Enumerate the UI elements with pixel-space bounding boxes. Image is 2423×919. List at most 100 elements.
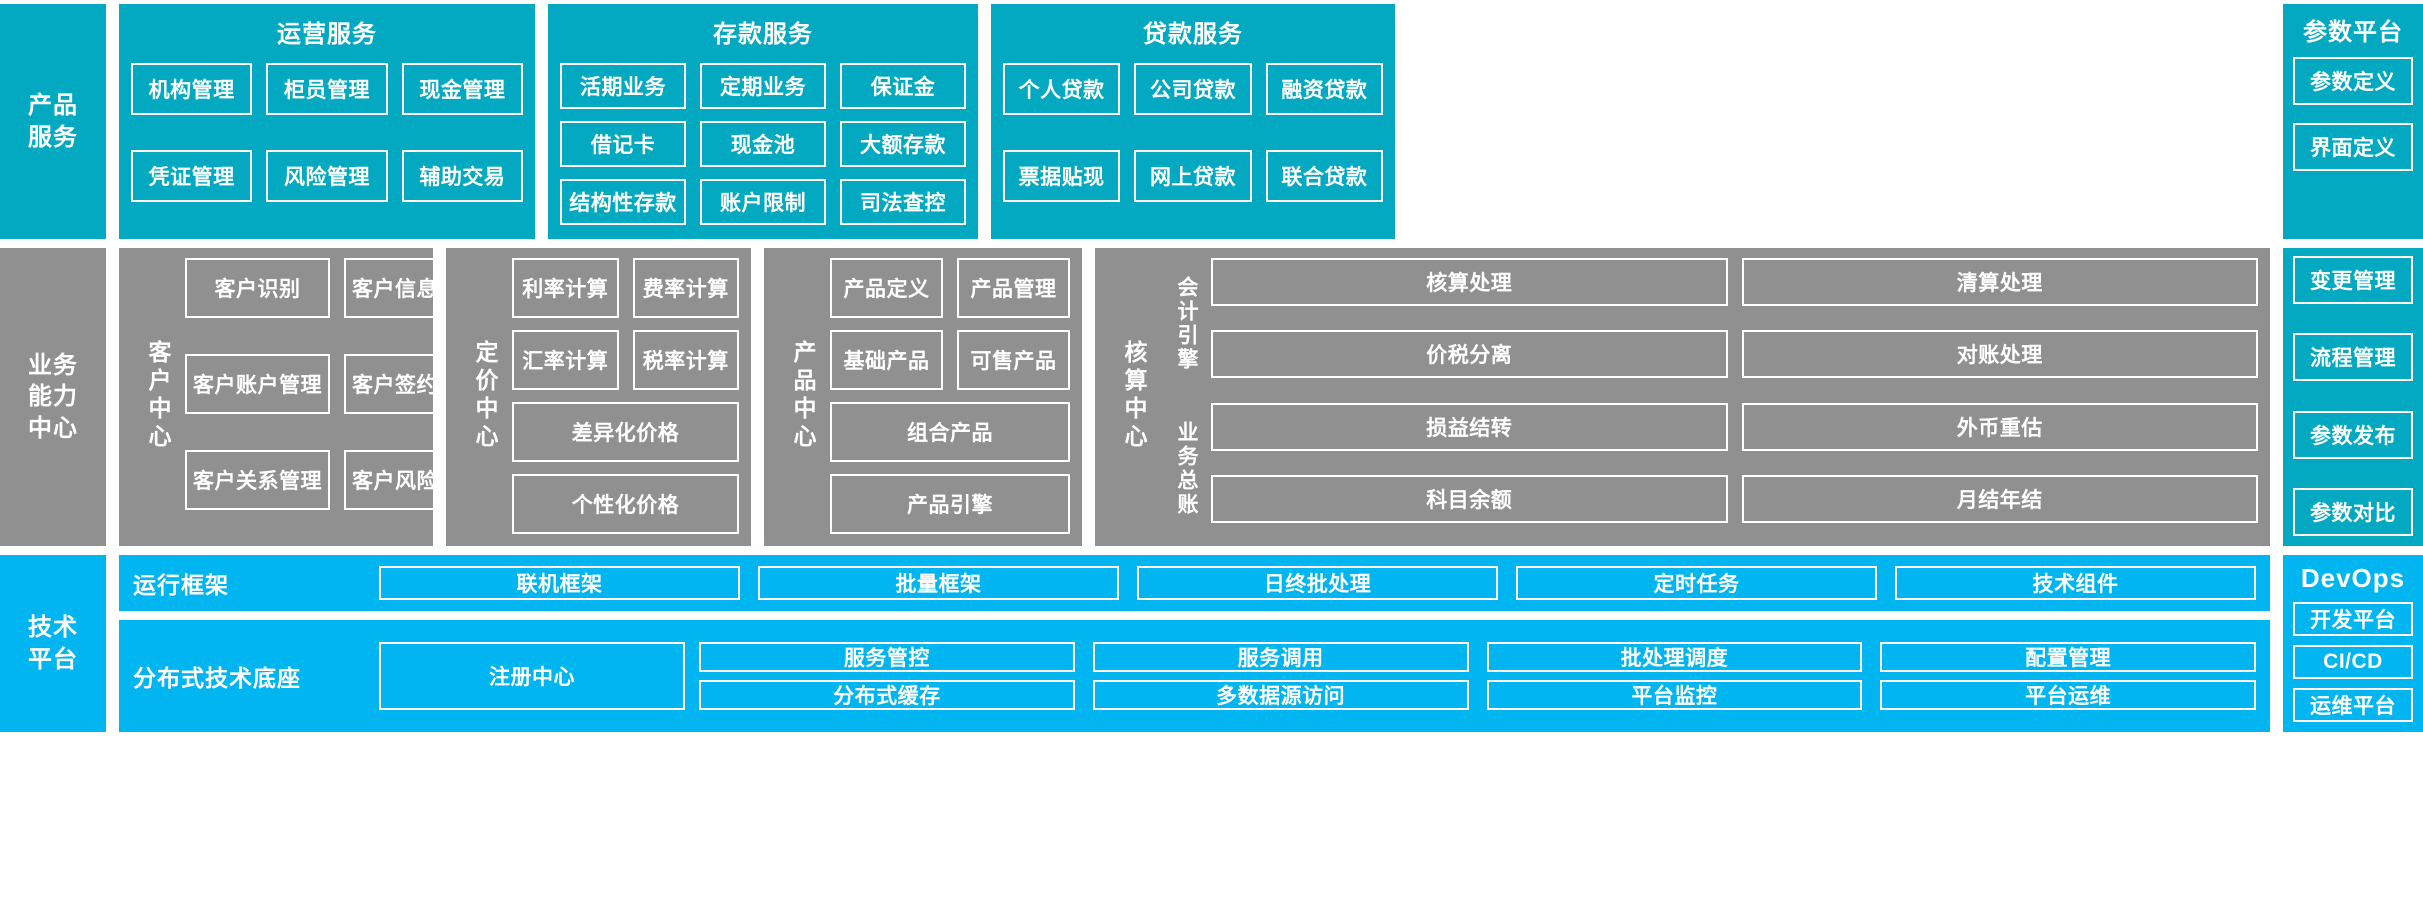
group-title-operations: 运营服务 — [277, 21, 377, 48]
tech-item[interactable]: 日终批处理 — [1137, 566, 1498, 600]
operations-items-grid: 机构管理 柜员管理 现金管理 凭证管理 风险管理 辅助交易 — [131, 63, 523, 225]
panel-pricing-center: 定价中心 利率计算 费率计算 汇率计算 税率计算 差异化价格 个性化价格 — [446, 248, 751, 546]
tech-item[interactable]: 多数据源访问 — [1092, 680, 1469, 710]
devops-item[interactable]: 开发平台 — [2293, 602, 2413, 636]
tech-item[interactable]: 服务管控 — [699, 642, 1075, 672]
service-item[interactable]: 个人贷款 — [1003, 63, 1121, 115]
subgroup-label-accounting-engine: 会计引擎 — [1175, 275, 1198, 372]
rail-parameter-platform-top: 参数平台 参数定义 界面定义 — [2283, 4, 2423, 239]
service-item[interactable]: 借记卡 — [560, 121, 686, 167]
tech-item[interactable]: 批处理调度 — [1486, 642, 1863, 672]
service-item[interactable]: 票据贴现 — [1003, 150, 1121, 202]
capability-item[interactable]: 损益结转 — [1211, 403, 1728, 451]
parameter-platform-items-top: 参数定义 界面定义 — [2293, 57, 2413, 229]
devops-item[interactable]: CI/CD — [2293, 645, 2413, 679]
distributed-base-grid: 服务管控 服务调用 批处理调度 配置管理 分布式缓存 多数据源访问 平台监控 平… — [699, 642, 2256, 710]
service-item[interactable]: 活期业务 — [560, 63, 686, 109]
capability-item-wide[interactable]: 个性化价格 — [512, 474, 739, 534]
layer-product-services: 产品服务 运营服务 机构管理 柜员管理 现金管理 凭证管理 风险管理 辅助交易 … — [0, 4, 2423, 239]
capability-item[interactable]: 汇率计算 — [512, 330, 619, 390]
service-item[interactable]: 网上贷款 — [1134, 150, 1252, 202]
registry-center-wrapper: 注册中心 — [379, 642, 685, 710]
tech-item[interactable]: 平台运维 — [1880, 680, 2256, 710]
accounting-subgroups: 会计引擎 核算处理 清算处理 价税分离 对账处理 业务总账 损益结转 外币重估 — [1161, 258, 2258, 534]
tech-item[interactable]: 分布式缓存 — [699, 680, 1075, 710]
capability-item[interactable]: 产品管理 — [957, 258, 1070, 318]
rail-title-parameter-platform: 参数平台 — [2303, 19, 2403, 46]
capability-item[interactable]: 客户关系管理 — [185, 450, 330, 510]
capability-item[interactable]: 价税分离 — [1211, 329, 1728, 378]
layer-label-technical-platform: 技术平台 — [0, 555, 106, 732]
group-loan-services: 贷款服务 个人贷款 公司贷款 融资贷款 票据贴现 网上贷款 联合贷款 — [991, 4, 1395, 239]
service-item[interactable]: 机构管理 — [131, 63, 253, 115]
tech-item[interactable]: 配置管理 — [1880, 642, 2256, 672]
service-item[interactable]: 保证金 — [840, 63, 966, 109]
parameter-platform-items-bottom: 变更管理 流程管理 参数发布 参数对比 — [2293, 256, 2413, 536]
accounting-subgroup-general-ledger: 业务总账 损益结转 外币重估 科目余额 月结年结 — [1161, 403, 2258, 534]
tech-item[interactable]: 服务调用 — [1092, 642, 1469, 672]
service-item[interactable]: 现金管理 — [401, 63, 523, 115]
parameter-item[interactable]: 参数发布 — [2293, 410, 2413, 459]
tech-item-registry-center[interactable]: 注册中心 — [379, 642, 685, 710]
service-item[interactable]: 柜员管理 — [266, 63, 388, 115]
service-item[interactable]: 融资贷款 — [1265, 63, 1383, 115]
service-item[interactable]: 凭证管理 — [131, 150, 253, 202]
capability-item[interactable]: 客户账户管理 — [185, 354, 330, 414]
center-label-accounting: 核算中心 — [1121, 340, 1147, 452]
capability-item[interactable]: 清算处理 — [1741, 258, 2258, 306]
capability-item[interactable]: 外币重估 — [1741, 403, 2258, 451]
parameter-item[interactable]: 界面定义 — [2293, 123, 2413, 171]
product-services-content: 运营服务 机构管理 柜员管理 现金管理 凭证管理 风险管理 辅助交易 存款服务 … — [119, 4, 2270, 239]
layer-label-text: 业务能力中心 — [28, 352, 78, 442]
tech-item[interactable]: 批量框架 — [758, 566, 1119, 600]
service-item[interactable]: 现金池 — [700, 121, 826, 167]
panel-product-center: 产品中心 产品定义 产品管理 基础产品 可售产品 组合产品 产品引擎 — [764, 248, 1082, 546]
service-item[interactable]: 辅助交易 — [401, 150, 523, 202]
capability-item-wide[interactable]: 产品引擎 — [830, 474, 1070, 534]
capability-item[interactable]: 税率计算 — [632, 330, 739, 390]
layer-business-capability: 业务能力中心 客户中心 客户识别 客户信息管理 客户账户管理 客户签约管理 客户… — [0, 248, 2423, 546]
capability-item[interactable]: 利率计算 — [512, 258, 619, 318]
tech-item[interactable]: 定时任务 — [1516, 566, 1877, 600]
service-item[interactable]: 大额存款 — [840, 121, 966, 167]
parameter-item[interactable]: 变更管理 — [2293, 256, 2413, 304]
capability-item[interactable]: 费率计算 — [632, 258, 739, 318]
accounting-engine-grid: 核算处理 清算处理 价税分离 对账处理 — [1211, 258, 2258, 389]
label-runtime-framework: 运行框架 — [133, 572, 229, 598]
product-center-grid: 产品定义 产品管理 基础产品 可售产品 组合产品 产品引擎 — [830, 258, 1070, 534]
capability-item[interactable]: 客户识别 — [185, 258, 330, 318]
layer-label-text: 产品服务 — [28, 92, 78, 151]
capability-item[interactable]: 基础产品 — [830, 330, 943, 390]
tech-item[interactable]: 联机框架 — [379, 566, 740, 600]
service-item[interactable]: 司法查控 — [840, 179, 966, 225]
service-item[interactable]: 定期业务 — [700, 63, 826, 109]
parameter-item[interactable]: 参数定义 — [2293, 57, 2413, 105]
capability-item-wide[interactable]: 差异化价格 — [512, 402, 739, 462]
capability-item[interactable]: 对账处理 — [1741, 329, 2258, 378]
group-deposit-services: 存款服务 活期业务 定期业务 保证金 借记卡 现金池 大额存款 结构性存款 账户… — [548, 4, 978, 239]
group-title-loan: 贷款服务 — [1143, 21, 1243, 48]
service-item[interactable]: 账户限制 — [700, 179, 826, 225]
service-item[interactable]: 联合贷款 — [1265, 150, 1383, 202]
capability-item[interactable]: 产品定义 — [830, 258, 943, 318]
service-item[interactable]: 风险管理 — [266, 150, 388, 202]
layer-technical-platform: 技术平台 运行框架 联机框架 批量框架 日终批处理 定时任务 技术组件 分布式技… — [0, 555, 2423, 732]
parameter-item[interactable]: 流程管理 — [2293, 333, 2413, 382]
capability-item[interactable]: 可售产品 — [957, 330, 1070, 390]
parameter-item[interactable]: 参数对比 — [2293, 487, 2413, 536]
capability-item[interactable]: 核算处理 — [1211, 258, 1728, 306]
capability-item-wide[interactable]: 组合产品 — [830, 402, 1070, 462]
runtime-framework-items: 联机框架 批量框架 日终批处理 定时任务 技术组件 — [379, 566, 2256, 600]
subgroup-label-general-ledger: 业务总账 — [1175, 420, 1198, 517]
devops-item[interactable]: 运维平台 — [2293, 688, 2413, 722]
service-item[interactable]: 公司贷款 — [1134, 63, 1252, 115]
devops-items: 开发平台 CI/CD 运维平台 — [2293, 602, 2413, 722]
tech-item[interactable]: 技术组件 — [1895, 566, 2256, 600]
service-item[interactable]: 结构性存款 — [560, 179, 686, 225]
layer-label-text: 技术平台 — [28, 614, 78, 673]
capability-item[interactable]: 科目余额 — [1211, 474, 1728, 523]
capability-item[interactable]: 月结年结 — [1741, 474, 2258, 523]
tech-item[interactable]: 平台监控 — [1486, 680, 1863, 710]
center-label-customer: 客户中心 — [145, 340, 171, 452]
